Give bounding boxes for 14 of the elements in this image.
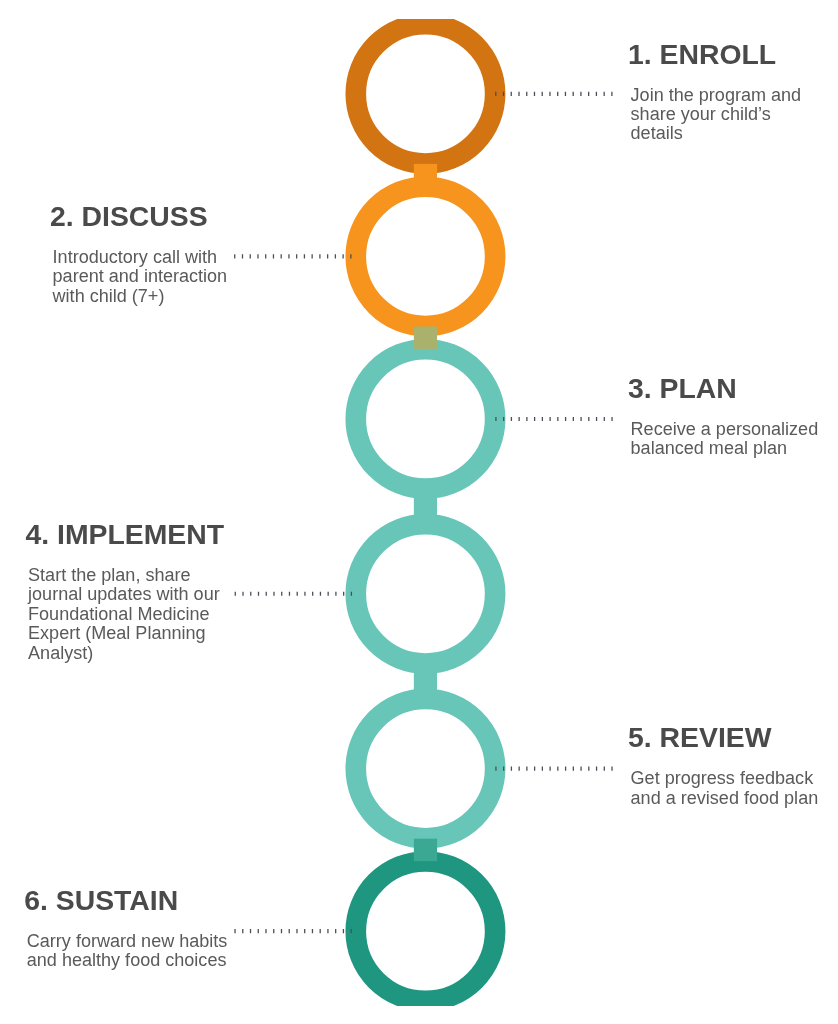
- node-circle: [345, 338, 506, 499]
- node-circle: [345, 688, 506, 849]
- node-circle: [345, 18, 506, 174]
- connector: [413, 838, 438, 861]
- node-circle: [345, 850, 506, 1006]
- node-text: 6. SUSTAIN Carry forward new habits and healthy food choices: [24, 883, 228, 970]
- node-text: 3. PLAN Receive a personalized balanced meal plan: [628, 371, 819, 458]
- node-text: 4. IMPLEMENT Start the plan, share journal updates with our Foundational Medicine Expert (Meal Planning Analyst): [25, 517, 225, 663]
- connector: [413, 325, 438, 349]
- node-circle: [345, 513, 506, 674]
- node-text: 2. DISCUSS Introductory call with parent and interaction with child (7+): [50, 199, 228, 306]
- node-text: 1. ENROLL Join the program and share your child’s details: [628, 37, 802, 143]
- node-circle: [345, 175, 506, 336]
- node-text: 5. REVIEW Get progress feedback and a revised food plan: [628, 720, 819, 808]
